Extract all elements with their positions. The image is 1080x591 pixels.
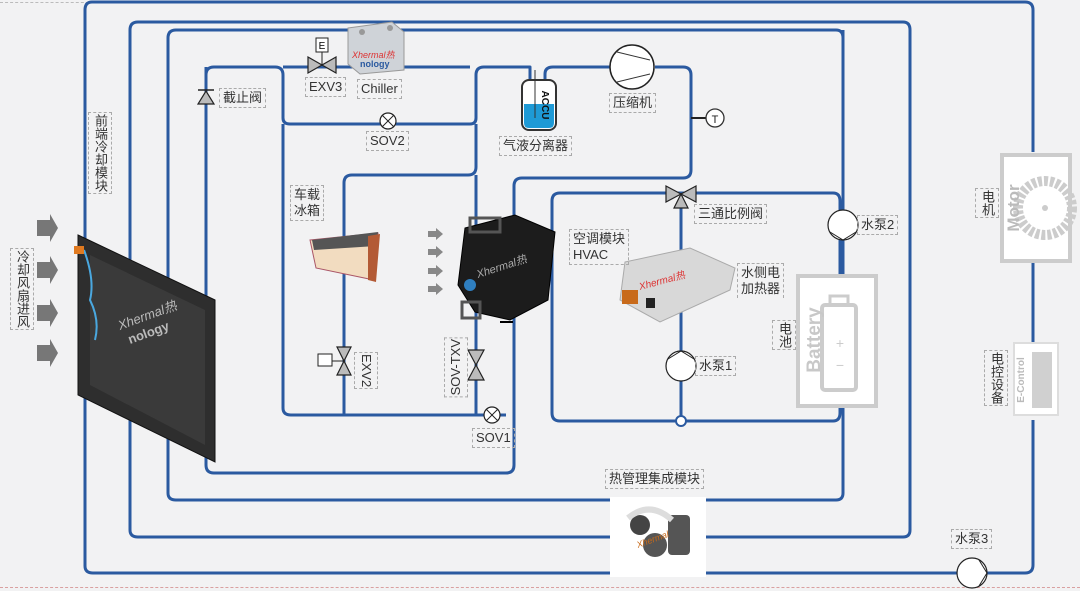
motor-image: Motor: [1000, 153, 1077, 263]
svg-text:ACCU: ACCU: [539, 91, 550, 120]
svg-text:E: E: [319, 41, 326, 52]
hvac-image: Xhermal热: [457, 214, 556, 323]
water-pump-1-icon: [665, 350, 697, 382]
battery-image: + − Battery: [796, 274, 878, 408]
junction-node: [675, 415, 687, 427]
air-inflow-arrows: [37, 214, 58, 367]
pipe-fridge-left: [342, 173, 353, 415]
shutoff-valve-label: 截止阀: [219, 88, 267, 108]
svg-text:nology: nology: [360, 59, 390, 69]
compressor-icon: [609, 44, 655, 90]
svg-text:Xhermal热: Xhermal热: [351, 50, 396, 60]
pipe-loop-2: [128, 20, 912, 539]
hvac-air-arrows: [428, 228, 443, 295]
three-way-valve-label: 三通比例阀: [694, 204, 768, 224]
bottom-dashed-border: [0, 587, 1080, 588]
sov1-label: SOV1: [472, 428, 515, 448]
fridge-label: 车载 冰箱: [290, 185, 325, 221]
pipe-mid-loop: [281, 124, 506, 417]
pipe-outer-loop: [83, 0, 1035, 575]
pipe-left-down: [204, 67, 516, 475]
water-pump-1-label: 水泵1: [695, 356, 737, 376]
integrated-module-label: 热管理集成模块: [605, 469, 705, 489]
exv3-valve-icon: E: [307, 37, 337, 75]
pipe-shutoff-loop: [204, 65, 532, 126]
front-cooling-module-label: 前端冷却模块: [88, 112, 112, 194]
accumulator-icon: ACCU: [521, 70, 557, 131]
econtrol-image: E-Control: [1013, 342, 1059, 416]
compressor-label: 压缩机: [609, 93, 657, 113]
exv2-valve-icon: [317, 346, 352, 376]
pipe-loop-3-left: [166, 38, 610, 502]
water-pump-2-label: 水泵2: [857, 215, 899, 235]
exv2-label: EXV2: [354, 352, 378, 390]
econtrol-label: 电控设备: [984, 350, 1008, 406]
radiator-image: Xhermal热 nology: [74, 234, 216, 463]
integrated-module-image: Xhermal: [610, 497, 706, 577]
water-heater-image: Xhermal热: [619, 247, 736, 323]
pipe-loop-2-left: [128, 30, 610, 539]
pipe-motor-bottom: [986, 420, 1035, 575]
pipe-fridge-loop: [352, 124, 478, 177]
sov-txv-label: SOV-TXV: [444, 337, 468, 398]
sov2-valve-icon: [379, 112, 397, 130]
svg-text:Motor: Motor: [1004, 184, 1023, 232]
sov2-label: SOV2: [366, 131, 409, 151]
svg-text:T: T: [712, 114, 719, 126]
svg-text:+: +: [836, 335, 844, 351]
fridge-image: [309, 232, 380, 282]
chiller-image: Xhermal热 nology: [347, 21, 405, 75]
water-pump-3-label: 水泵3: [951, 529, 993, 549]
check-valve-icon: [196, 89, 216, 105]
hvac-label: 空调模块 HVAC: [569, 229, 630, 265]
motor-label: 电机: [975, 188, 999, 218]
svg-text:Battery: Battery: [804, 307, 825, 373]
sov1-valve-icon: [483, 406, 501, 424]
temp-sensor-icon: T: [691, 108, 725, 128]
three-way-valve-icon: [665, 185, 697, 209]
water-heater-label: 水侧电 加热器: [737, 263, 785, 298]
chiller-label: Chiller: [357, 79, 402, 99]
svg-text:E-Control: E-Control: [1016, 357, 1027, 403]
water-pump-2-icon: [827, 209, 859, 241]
pipe-coolant-loop: [550, 191, 842, 423]
pipe-accu-out: [543, 65, 612, 90]
battery-label: 电池: [772, 320, 796, 350]
sov-txv-valve-icon: [467, 349, 485, 381]
water-pump-3-icon: [956, 557, 988, 589]
accumulator-label: 气液分离器: [499, 136, 573, 156]
pipe-comp-out: [512, 65, 693, 415]
exv3-label: EXV3: [305, 77, 347, 97]
svg-text:−: −: [836, 357, 844, 373]
cooling-fan-inlet-label: 冷却风扇进风: [10, 248, 34, 330]
